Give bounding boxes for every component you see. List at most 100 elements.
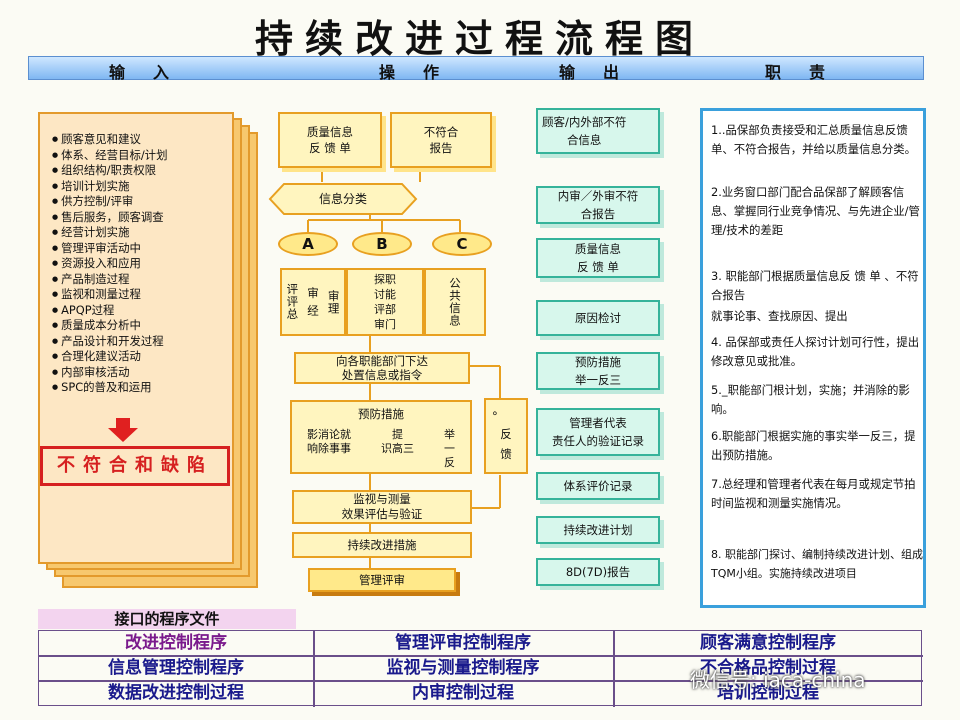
- responsibility-item: 就事论事、查找原因、提出: [711, 309, 848, 323]
- impact-a-label: 影消论就 响除事事: [307, 428, 351, 455]
- responsibility-item: 6.职能部门根据实施的事实举一反三，提出预防措施。: [711, 429, 916, 462]
- input-item: 顾客意见和建议: [52, 132, 167, 148]
- output-doc: 内审／外审不符 合报告: [536, 186, 660, 224]
- page-title: 持续改进过程流程图: [254, 17, 705, 61]
- header-output: 输出: [559, 63, 648, 82]
- header-operation: 操作: [379, 63, 468, 82]
- procedure-cell: 培训控制过程: [717, 683, 819, 703]
- header-input: 输入: [109, 63, 198, 82]
- header-responsibility: 职责: [765, 63, 854, 82]
- interface-title: 接口的程序文件: [38, 609, 296, 629]
- col-a-left: 评评总: [285, 283, 300, 321]
- branch-c: C: [432, 232, 492, 256]
- responsibility-panel: 1..品保部负责接受和汇总质量信息反馈单、不符合报告，并给以质量信息分类。 2.业…: [700, 108, 926, 608]
- responsibility-item: 5._职能部门根计划，实施；并消除的影响。: [711, 383, 910, 416]
- input-item: SPC的普及和运用: [52, 380, 167, 396]
- output-doc-label: 体系评价记录: [563, 479, 633, 493]
- output-doc-label: 管理者代表 责任人的验证记录: [552, 416, 644, 448]
- responsibility-item: 4. 品保部或责任人探讨计划可行性，提出修改意见或批准。: [711, 335, 920, 368]
- output-doc: 管理者代表 责任人的验证记录: [536, 408, 660, 456]
- procedure-cell: 管理评审控制程序: [395, 633, 531, 653]
- nonconformity-report-label: 不符合 报告: [423, 125, 459, 155]
- nonconformity-report-doc: 不符合 报告: [390, 112, 492, 168]
- quality-info-label: 质量信息 反 馈 单: [307, 125, 353, 155]
- col-c-box: 公共信息: [424, 268, 486, 336]
- col-a-right: 审理: [326, 289, 341, 315]
- input-item: 产品设计和开发过程: [52, 334, 167, 350]
- input-item: 合理化建议活动: [52, 349, 167, 365]
- output-doc-label: 原因检讨: [575, 311, 621, 325]
- col-c-label: 公共信息: [448, 277, 462, 327]
- input-item: 资源投入和应用: [52, 256, 167, 272]
- output-doc: 体系评价记录: [536, 472, 660, 500]
- info-classify-label: 信息分类: [318, 192, 367, 206]
- input-item: 质量成本分析中: [52, 318, 167, 334]
- responsibility-item: 1..品保部负责接受和汇总质量信息反馈单、不符合报告，并给以质量信息分类。: [711, 123, 917, 156]
- input-panel: 顾客意见和建议体系、经营目标/计划组织结构/职责权限培训计划实施供方控制/评审售…: [38, 112, 234, 564]
- down-arrow-icon: [108, 418, 138, 442]
- watermark: 微信号: iaca-china: [690, 668, 866, 692]
- output-doc: 顾客/内外部不符 合信息: [536, 108, 660, 154]
- table-col-divider: [313, 631, 315, 707]
- branch-b: B: [352, 232, 412, 256]
- responsibility-item: 2.业务窗口部门配合品保部了解顾客信息、掌握同行业竞争情况、与先进企业/管理/技…: [711, 185, 920, 237]
- output-doc-label: 内审／外审不符 合报告: [557, 189, 639, 221]
- issue-instruction-box: 向各职能部门下达 处置信息或指令: [294, 352, 470, 384]
- flow-connectors: [307, 170, 501, 570]
- continuous-box: 持续改进措施: [292, 532, 472, 558]
- quality-info-doc: 质量信息 反 馈 单: [278, 112, 382, 168]
- output-doc-label: 持续改进计划: [563, 523, 633, 537]
- feedback-box: ° 反 馈: [484, 398, 528, 474]
- monitor-box: 监视与测量 效果评估与验证: [292, 490, 472, 524]
- input-item: 售后服务，顾客调查: [52, 210, 167, 226]
- input-item: 供方控制/评审: [52, 194, 167, 210]
- col-a-mid: 审 经: [305, 287, 320, 317]
- input-item: 经营计划实施: [52, 225, 167, 241]
- output-doc-label: 顾客/内外部不符 合信息: [542, 115, 627, 147]
- impact-b-label: 提 识高三: [381, 428, 414, 455]
- input-item: APQP过程: [52, 303, 167, 319]
- input-list: 顾客意见和建议体系、经营目标/计划组织结构/职责权限培训计划实施供方控制/评审售…: [52, 132, 167, 396]
- table-col-divider: [613, 631, 615, 707]
- feedback-dot: °: [492, 409, 498, 423]
- col-a-box: 评评总 审 经 审理: [280, 268, 346, 336]
- procedure-cell: 内审控制过程: [412, 683, 514, 703]
- input-item: 内部审核活动: [52, 365, 167, 381]
- responsibility-item: 7.总经理和管理者代表在每月或规定节拍时间监视和测量实施情况。: [711, 477, 916, 510]
- procedure-table: 改进控制程序 管理评审控制程序 顾客满意控制程序信息管理控制程序 监视与测量控制程序 不…: [38, 630, 923, 707]
- header-bar: 输入 操作 输出 职责: [28, 56, 924, 82]
- info-classify-shape: [268, 183, 418, 215]
- output-doc: 8D(7D)报告: [536, 558, 660, 586]
- preventive-box: 预防措施 影消论就 响除事事 提 识高三 举 一 反: [290, 400, 472, 474]
- issue-instruction-label: 向各职能部门下达 处置信息或指令: [336, 354, 428, 382]
- table-row-divider: [39, 680, 923, 682]
- input-item: 体系、经营目标/计划: [52, 148, 167, 164]
- monitor-label: 监视与测量 效果评估与验证: [341, 492, 423, 521]
- procedure-cell: 数据改进控制过程: [108, 683, 244, 703]
- defect-box: 不符合和缺陷: [40, 446, 230, 486]
- responsibility-item: 3. 职能部门根据质量信息反 馈 单 、不符合报告: [711, 269, 919, 302]
- output-doc-label: 质量信息 反 馈 单: [575, 242, 621, 274]
- procedure-cell: 不合格品控制过程: [700, 658, 836, 678]
- impact-c-label: 举 一 反: [444, 428, 455, 469]
- procedure-cell: 信息管理控制程序: [108, 658, 244, 678]
- output-doc: 原因检讨: [536, 300, 660, 336]
- output-doc: 持续改进计划: [536, 516, 660, 544]
- procedure-cell: 顾客满意控制程序: [700, 633, 836, 653]
- output-doc-label: 预防措施 举一反三: [575, 355, 621, 387]
- mgmt-review-box: 管理评审: [308, 568, 456, 592]
- output-doc: 质量信息 反 馈 单: [536, 238, 660, 278]
- procedure-cell: 改进控制程序: [125, 633, 227, 653]
- input-item: 组织结构/职责权限: [52, 163, 167, 179]
- mgmt-review-label: 管理评审: [359, 573, 405, 587]
- continuous-label: 持续改进措施: [347, 538, 417, 552]
- input-item: 管理评审活动中: [52, 241, 167, 257]
- branch-a: A: [278, 232, 338, 256]
- col-b-box: 探职 讨能 评部 审门: [346, 268, 424, 336]
- procedure-cell: 监视与测量控制程序: [386, 658, 540, 678]
- col-b-label: 探职 讨能 评部 审门: [374, 273, 396, 331]
- output-doc: 预防措施 举一反三: [536, 352, 660, 390]
- preventive-label: 预防措施: [358, 407, 404, 421]
- input-item: 培训计划实施: [52, 179, 167, 195]
- input-item: 产品制造过程: [52, 272, 167, 288]
